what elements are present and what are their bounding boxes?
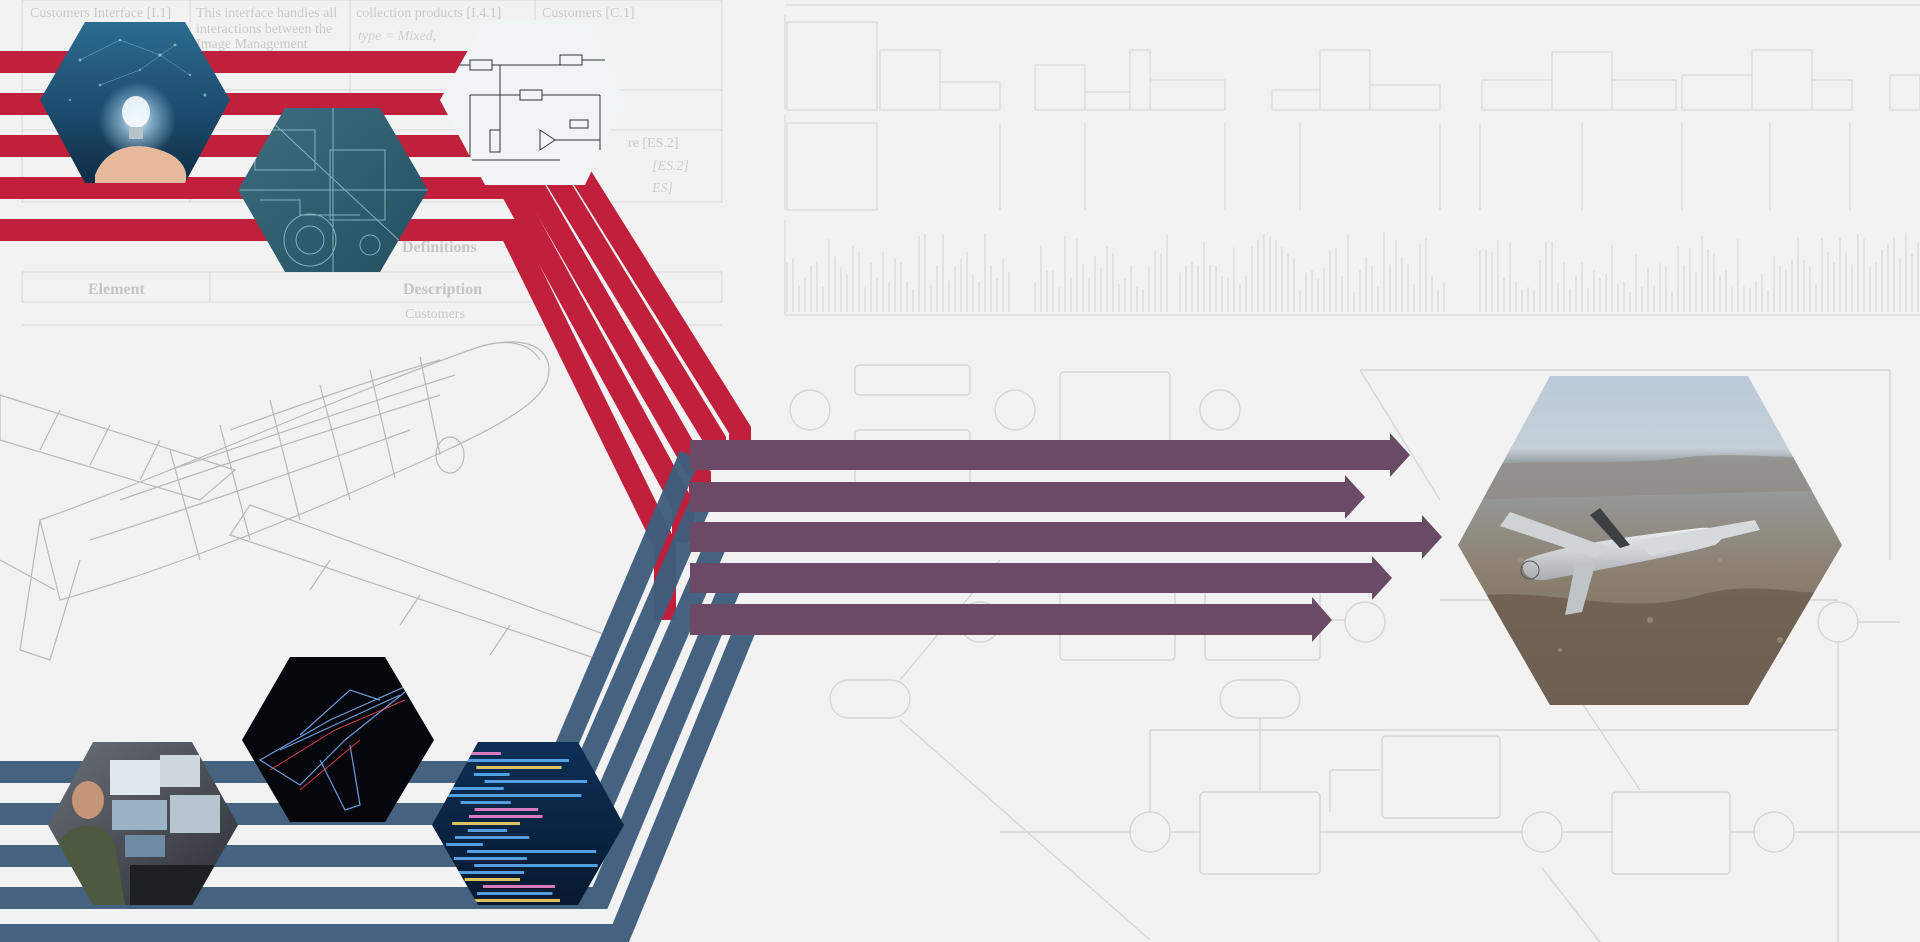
circuit-schematic-image [440,20,625,185]
background-charts [784,4,1920,316]
output-arrow-5 [690,597,1332,642]
wireframe-aircraft-sketch [0,341,622,661]
lightbulb-image [40,22,230,183]
table-cell-5: collection products [I.4.1] [356,6,501,21]
background-flow-diagram [789,364,1920,942]
table-cell-2: This interface handles all [196,6,337,21]
blueprint-image [238,108,428,272]
output-arrows [690,433,1442,642]
background-dense-histogram [786,232,1919,312]
output-arrow-1 [690,433,1410,477]
holographic-jet-image [242,657,434,822]
table-cell-4: Image Management [196,37,308,52]
output-arrow-2 [690,475,1365,519]
output-arrow-4 [690,556,1392,600]
table-cell-9: [ES.2] [652,159,689,174]
table-header-element: Element [88,281,146,298]
table-cell-1: Customers Interface [I.1] [30,6,171,21]
table-cell-10: ES] [651,181,673,196]
table-cell-8: re [ES.2] [628,136,679,151]
table-cell-6: type = Mixed, [358,29,436,44]
drone-photo [1458,376,1842,705]
table-cell-3: interactions between the [196,22,332,37]
table-cell-7: Customers [C.1] [542,6,635,21]
output-arrow-3 [690,515,1442,559]
table-caption: Definitions [402,239,477,256]
source-code-image [432,742,624,905]
table-header-description: Description [403,281,482,298]
operator-workstation-image [48,742,238,905]
table-first-row: Customers [405,307,465,322]
